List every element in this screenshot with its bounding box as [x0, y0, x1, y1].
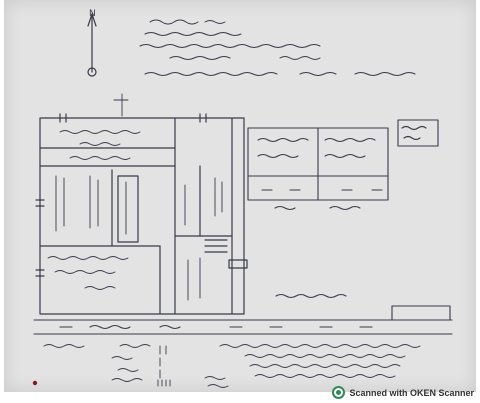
side-plan	[247, 119, 439, 211]
scanner-logo-icon	[332, 386, 346, 399]
edge-mark	[32, 380, 38, 386]
main-plan-notes	[47, 93, 223, 301]
scanner-watermark: Scanned with OKEN Scanner	[332, 386, 474, 399]
road-strip	[33, 293, 453, 335]
main-plan	[35, 113, 248, 315]
handwritten-header	[139, 19, 416, 76]
north-arrow-icon	[87, 13, 97, 77]
north-label: N	[89, 9, 96, 19]
legend-notes	[43, 344, 421, 388]
scanner-label: Scanned with OKEN Scanner	[349, 387, 474, 398]
